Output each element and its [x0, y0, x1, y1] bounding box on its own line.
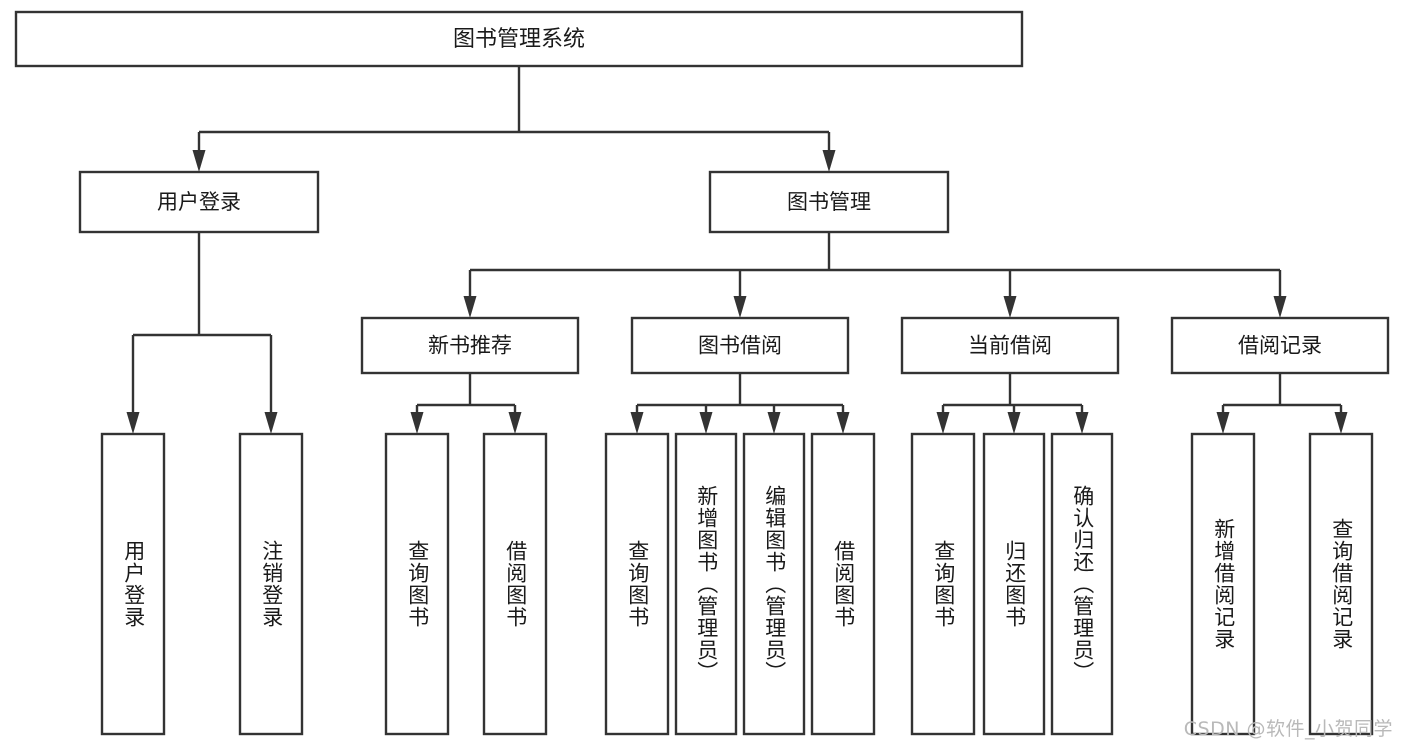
- node-box-new-book-recommend[interactable]: [360, 316, 580, 375]
- arrow-head-icon: [410, 412, 424, 434]
- node-box-leaf-add-book[interactable]: [674, 432, 738, 736]
- arrow-head-icon: [264, 412, 278, 434]
- arrow-head-icon: [1075, 412, 1089, 434]
- node-label-book-management: 图书管理: [787, 190, 871, 214]
- arrow-head-icon: [699, 412, 713, 434]
- node-box-leaf-query-record[interactable]: [1308, 432, 1374, 736]
- node-label-borrow-record: 借阅记录: [1238, 334, 1322, 358]
- node-box-user-login[interactable]: [78, 170, 320, 234]
- connector-layer: [126, 66, 1348, 434]
- arrow-head-icon: [733, 296, 747, 318]
- arrow-head-icon: [630, 412, 644, 434]
- edge-root-to-level2: [192, 66, 836, 172]
- node-box-leaf-borrow-book-bb[interactable]: [810, 432, 876, 736]
- node-box-leaf-query-book-new[interactable]: [384, 432, 450, 736]
- arrow-head-icon: [1003, 296, 1017, 318]
- edge-ul-to-leaves: [126, 232, 278, 434]
- csdn-watermark: CSDN @软件_小贺同学: [1183, 718, 1393, 740]
- node-label-new-book-recommend: 新书推荐: [428, 334, 512, 358]
- arrow-head-icon: [767, 412, 781, 434]
- arrow-head-icon: [1007, 412, 1021, 434]
- arrow-head-icon: [1216, 412, 1230, 434]
- node-box-leaf-return-book[interactable]: [982, 432, 1046, 736]
- edge-nbr-to-leaves: [410, 373, 522, 434]
- node-box-layer: [14, 10, 1390, 736]
- node-box-root[interactable]: [14, 10, 1024, 68]
- node-box-leaf-user-login[interactable]: [100, 432, 166, 736]
- node-label-book-borrow: 图书借阅: [698, 334, 782, 358]
- node-label-root: 图书管理系统: [453, 27, 585, 52]
- arrow-head-icon: [463, 296, 477, 318]
- arrow-head-icon: [126, 412, 140, 434]
- node-box-leaf-logout[interactable]: [238, 432, 304, 736]
- arrow-head-icon: [822, 150, 836, 172]
- node-label-current-borrow: 当前借阅: [968, 334, 1052, 358]
- edge-cb-to-leaves: [936, 373, 1089, 434]
- arrow-head-icon: [508, 412, 522, 434]
- node-box-leaf-edit-book[interactable]: [742, 432, 806, 736]
- node-box-book-borrow[interactable]: [630, 316, 850, 375]
- node-box-leaf-query-book-cb[interactable]: [910, 432, 976, 736]
- node-label-user-login: 用户登录: [157, 190, 241, 214]
- node-box-book-management[interactable]: [708, 170, 950, 234]
- arrow-head-icon: [836, 412, 850, 434]
- arrow-head-icon: [192, 150, 206, 172]
- node-box-current-borrow[interactable]: [900, 316, 1120, 375]
- arrow-head-icon: [1273, 296, 1287, 318]
- node-box-leaf-borrow-book-new[interactable]: [482, 432, 548, 736]
- edge-br-to-leaves: [1216, 373, 1348, 434]
- arrow-head-icon: [936, 412, 950, 434]
- node-box-leaf-confirm-return[interactable]: [1050, 432, 1114, 736]
- node-box-leaf-add-record[interactable]: [1190, 432, 1256, 736]
- node-box-borrow-record[interactable]: [1170, 316, 1390, 375]
- node-box-leaf-query-book-bb[interactable]: [604, 432, 670, 736]
- arrow-head-icon: [1334, 412, 1348, 434]
- edge-bm-to-level3: [463, 232, 1287, 318]
- edge-bb-to-leaves: [630, 373, 850, 434]
